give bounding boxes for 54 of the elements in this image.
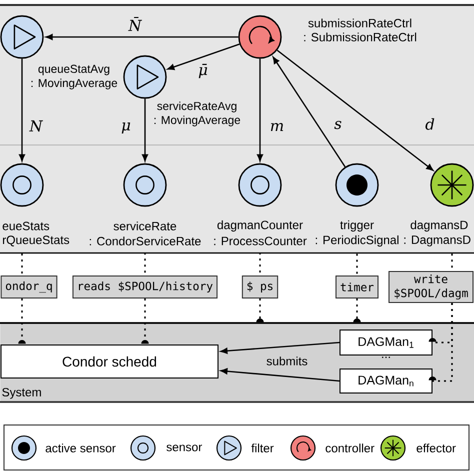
legend-label: controller — [326, 444, 374, 452]
arrow — [272, 56, 346, 168]
arrow — [167, 44, 240, 70]
ellipsis: ... — [382, 356, 390, 358]
edge-label: μ — [120, 122, 132, 134]
object-name: eueStats — [2, 222, 50, 230]
arrow — [19, 58, 25, 162]
arrow — [46, 34, 238, 40]
implementation-box: ondor_q — [0, 276, 58, 298]
class-name: : DagmansD — [404, 236, 470, 246]
class-name: : SubmissionRateCtrl — [304, 32, 416, 42]
class-name: : PeriodicSignal — [316, 235, 398, 247]
connector-line — [18, 298, 26, 344]
process-box: DAGMan$_{n}$ — [340, 368, 432, 394]
connector-line — [353, 298, 361, 323]
object-name: trigger — [340, 220, 374, 232]
object-name: serviceRate — [114, 222, 176, 230]
arrow — [142, 98, 148, 162]
connector-line — [144, 252, 146, 276]
object-name: dagmansD — [410, 220, 468, 232]
class-name: : CondorServiceRate — [90, 236, 201, 246]
class-name: rQueueStats — [3, 236, 70, 246]
legend-label: filter — [251, 444, 274, 452]
process-box: DAGMan$_{1}$ — [340, 330, 432, 356]
edge-label: submits — [265, 356, 309, 366]
class-name: : MovingAverage — [31, 78, 118, 90]
implementation-box: $ ps — [242, 276, 278, 298]
arrow — [257, 58, 263, 162]
arrow — [220, 368, 340, 382]
implementation-box: timer — [336, 276, 379, 298]
object-name: submissionRateCtrl — [308, 18, 412, 28]
connector-line — [21, 254, 23, 276]
class-name: : MovingAverage — [154, 116, 240, 126]
object-name: dagmanCounter — [217, 220, 303, 232]
arrow — [276, 50, 434, 171]
process-box: Condor schedd — [0, 344, 218, 378]
connector-line — [356, 254, 358, 276]
object-name: queueStatAvg — [38, 64, 110, 76]
arrow — [220, 342, 340, 354]
legend-label: sensor — [166, 444, 202, 452]
implementation-box: write $SPOOL/dagm — [388, 271, 474, 303]
connector-line — [428, 303, 453, 382]
edge-label: m — [268, 122, 286, 132]
edge-label: d — [424, 117, 436, 131]
edge-label: s — [333, 120, 343, 130]
connector-line — [141, 298, 149, 344]
connector-line — [259, 252, 261, 276]
connector-line — [256, 298, 264, 323]
edge-label: μ̄ — [197, 62, 209, 80]
legend-label: effector — [416, 444, 456, 452]
class-name: : ProcessCounter — [214, 236, 307, 246]
object-name: serviceRateAvg — [157, 102, 236, 112]
implementation-box: reads $SPOOL/history — [72, 276, 218, 298]
legend-label: active sensor — [46, 444, 116, 452]
